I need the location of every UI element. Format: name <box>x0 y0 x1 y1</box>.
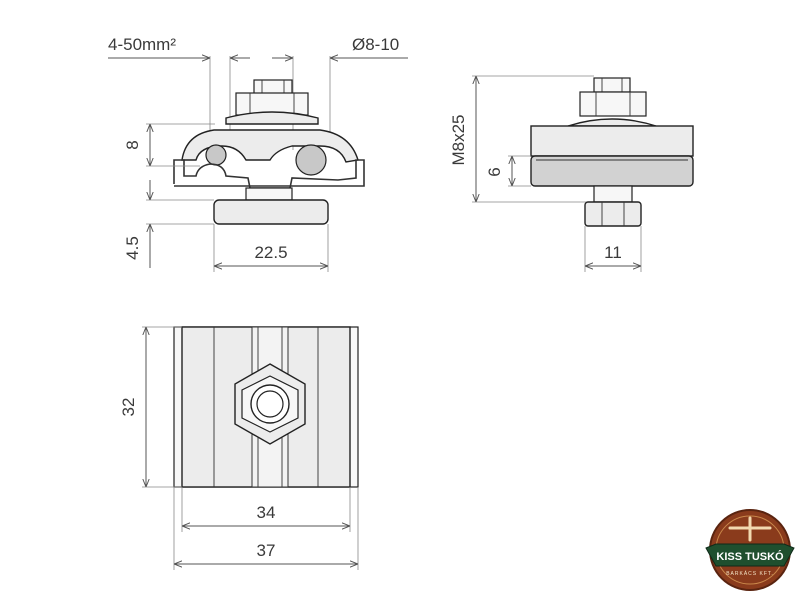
height-4-5-label: 4.5 <box>123 236 142 260</box>
bolt-thread-top <box>253 79 293 95</box>
bolt-size-label: M8x25 <box>449 114 468 165</box>
side-stem <box>593 185 633 203</box>
length-32-label: 32 <box>119 398 138 417</box>
width-34-label: 34 <box>257 503 276 522</box>
logo-name: KISS TUSKÓ <box>716 550 784 563</box>
side-lower-body <box>530 155 694 187</box>
conductor-diameter-label: Ø8-10 <box>352 35 399 54</box>
width-37-label: 37 <box>257 541 276 560</box>
logo-tagline: BARKÁCS KFT. <box>726 570 774 577</box>
side-washer <box>567 118 657 127</box>
stem <box>245 187 293 201</box>
side-bolt-thread <box>593 77 631 93</box>
conductor-large <box>295 144 327 176</box>
bolt-end <box>256 390 284 418</box>
side-base <box>584 201 642 227</box>
front-view: 4-50mm² Ø8-10 8 4.5 22.5 <box>108 35 408 272</box>
side-view: M8x25 6 11 <box>449 75 694 272</box>
side-nut <box>579 91 647 117</box>
base-plate <box>213 199 329 225</box>
kiss-tusko-logo: KISS TUSKÓ BARKÁCS KFT. <box>705 509 795 591</box>
lower-plate <box>173 159 365 189</box>
washer <box>225 111 319 125</box>
width-22-5-label: 22.5 <box>254 243 287 262</box>
height-8-label: 8 <box>123 140 142 149</box>
top-view: 32 34 37 <box>119 326 359 570</box>
width-11-label: 11 <box>604 243 622 262</box>
conductor-range-label: 4-50mm² <box>108 35 176 54</box>
conductor-small <box>205 144 227 166</box>
side-upper-body <box>530 125 694 157</box>
height-6-label: 6 <box>485 167 504 176</box>
